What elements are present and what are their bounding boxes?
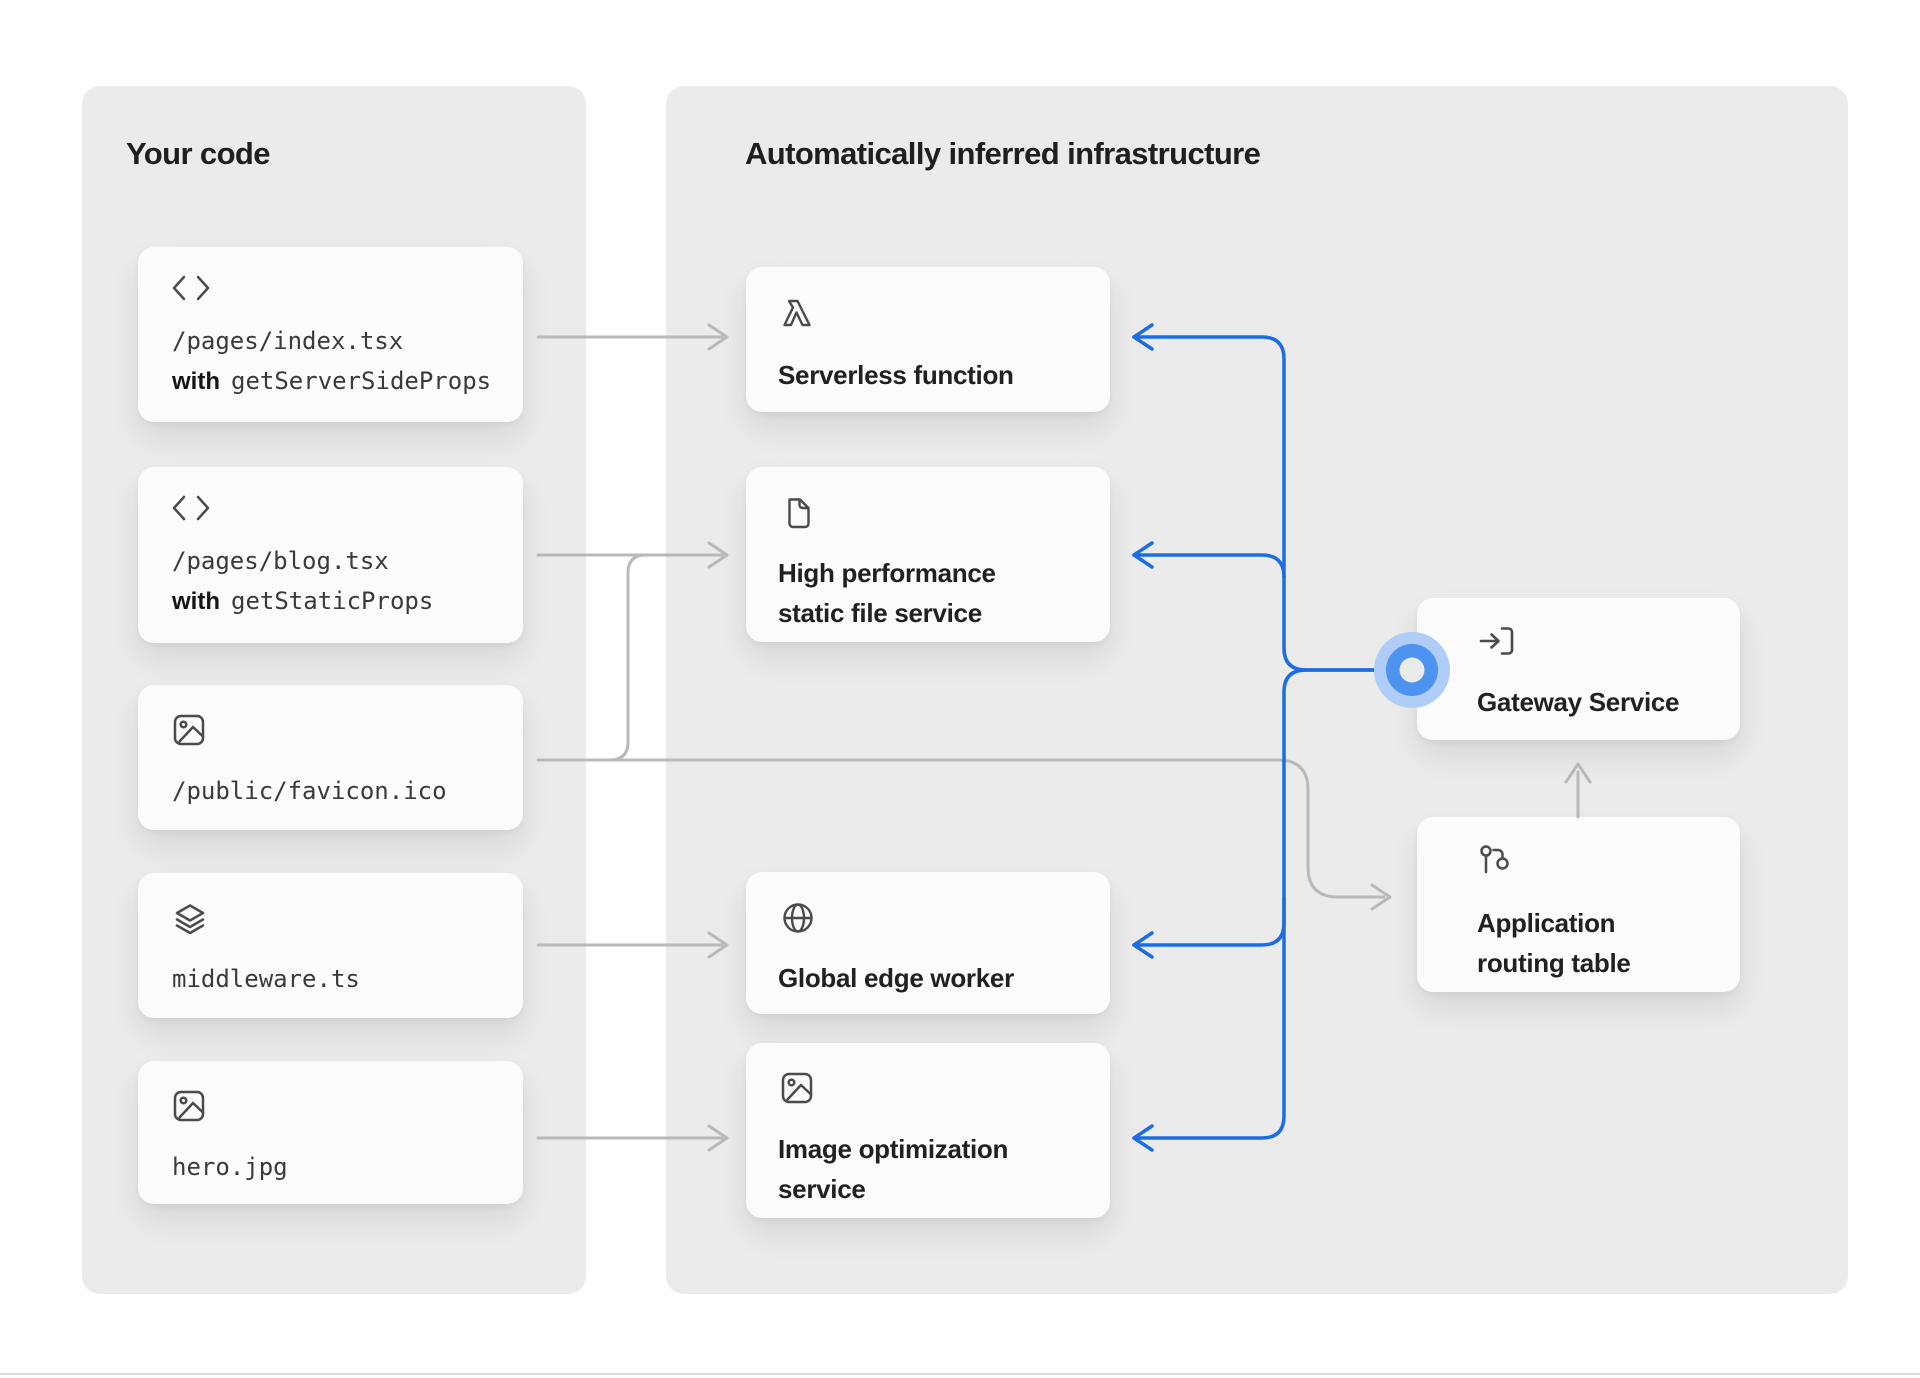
bottom-divider [0,1373,1920,1375]
infrastructure-heading: Automatically inferred infrastructure [745,136,1261,171]
helper-name: getServerSideProps [231,367,492,395]
globe-icon [780,900,816,936]
image-icon [172,1089,206,1123]
with-label: with [172,588,220,615]
code-icon [172,495,210,521]
card-application-routing-table: Application routing table [1417,817,1740,992]
card-pages-index: /pages/index.tsx with getServerSideProps [138,247,523,422]
file-path: hero.jpg [172,1153,288,1181]
image-icon [172,713,206,747]
card-serverless-function: Serverless function [746,267,1110,412]
card-middleware: middleware.ts [138,873,523,1018]
card-label: Serverless function [778,360,1014,390]
your-code-heading: Your code [126,136,270,171]
card-label-line1: Image optimization [778,1134,1009,1164]
card-global-edge-worker: Global edge worker [746,872,1110,1014]
card-label-line2: static file service [778,598,982,628]
route-icon [1477,843,1513,879]
card-static-file-service: High performance static file service [746,467,1110,642]
file-path: middleware.ts [172,965,360,993]
card-hero: hero.jpg [138,1061,523,1204]
image-icon [780,1071,814,1105]
card-label: Global edge worker [778,963,1014,993]
file-path: /pages/blog.tsx [172,547,389,575]
gateway-icon [1477,624,1515,658]
card-pages-blog: /pages/blog.tsx with getStaticProps [138,467,523,643]
card-label-line2: routing table [1477,948,1631,978]
file-path: /pages/index.tsx [172,327,404,355]
helper-name: getStaticProps [231,587,434,615]
card-favicon: /public/favicon.ico [138,685,523,830]
file-icon [780,495,816,531]
layers-icon [172,901,208,937]
card-label-line1: High performance [778,558,996,588]
connector-favicon-branch-to-static [608,553,648,762]
file-helper-line: with getStaticProps [172,581,433,622]
card-label: Gateway Service [1477,687,1680,717]
card-label-line1: Application [1477,908,1616,938]
code-icon [172,275,210,301]
file-helper-line: with getServerSideProps [172,361,491,402]
card-label-line2: service [778,1174,866,1204]
with-label: with [172,368,220,395]
file-path: /public/favicon.ico [172,777,447,805]
card-gateway-service: Gateway Service [1417,598,1740,740]
lambda-icon [780,295,816,331]
card-image-optimization: Image optimization service [746,1043,1110,1218]
